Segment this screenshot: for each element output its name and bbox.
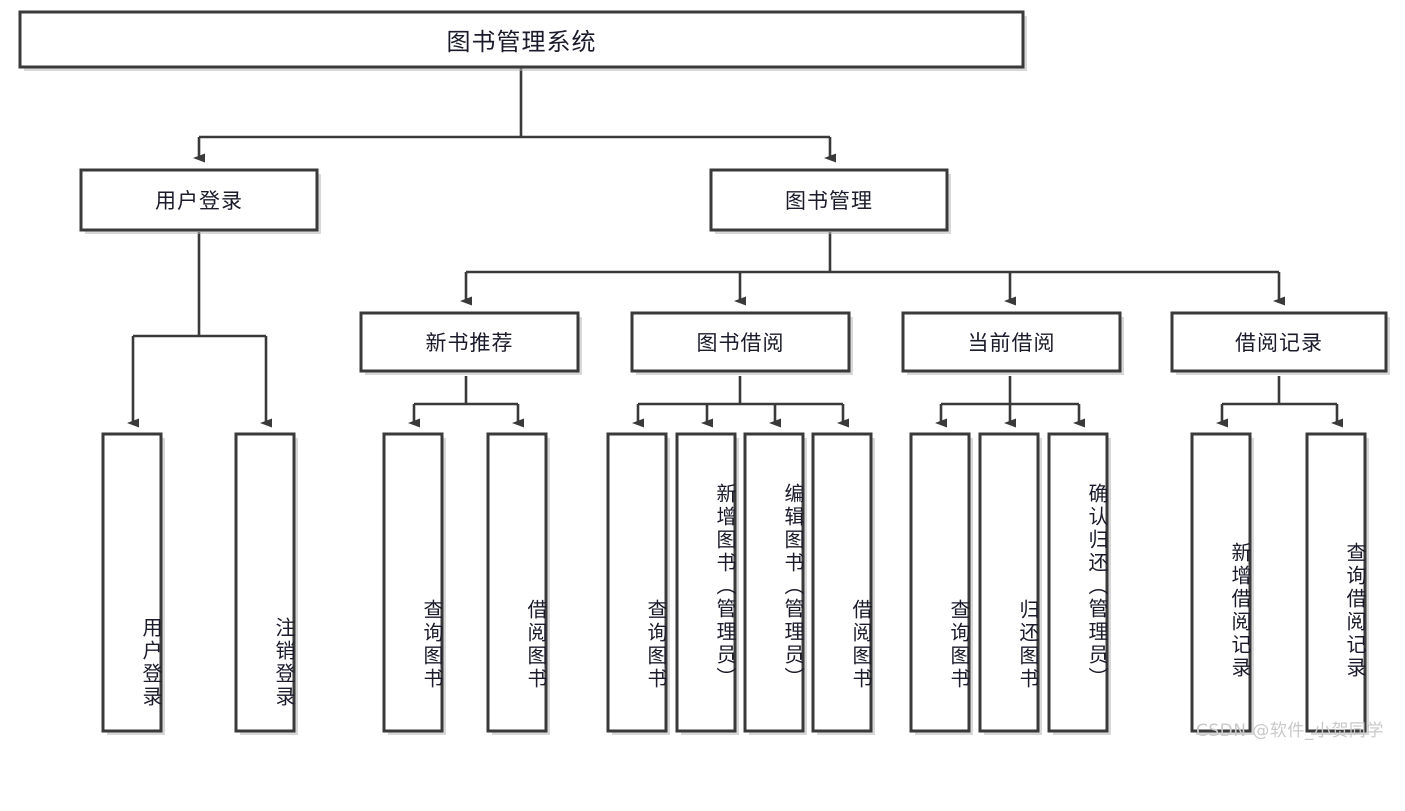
node-label-book-management: 图书管理 bbox=[785, 189, 873, 213]
node-label-leaf-return-book: 归还图书 bbox=[1016, 598, 1040, 691]
node-box-book-borrow[interactable] bbox=[630, 311, 851, 373]
node-box-leaf-n2[interactable] bbox=[486, 432, 548, 733]
node-label-leaf-add-record: 新增借阅记录 bbox=[1228, 541, 1252, 680]
node-box-leaf-b4[interactable] bbox=[811, 432, 873, 733]
node-box-current-borrow[interactable] bbox=[901, 311, 1122, 373]
node-label-leaf-query-book-3: 查询图书 bbox=[947, 598, 971, 691]
node-label-book-borrow: 图书借阅 bbox=[696, 331, 785, 355]
node-box-leaf-u2[interactable] bbox=[234, 432, 296, 733]
node-box-leaf-c1[interactable] bbox=[909, 432, 971, 733]
node-box-leaf-b2[interactable] bbox=[675, 432, 737, 733]
node-label-leaf-edit-book: 编辑图书（管理员） bbox=[781, 483, 805, 690]
node-box-leaf-c2[interactable] bbox=[978, 432, 1040, 733]
node-label-leaf-query-book-2: 查询图书 bbox=[644, 598, 668, 691]
node-box-user-login[interactable] bbox=[79, 168, 319, 232]
nodes-layer bbox=[18, 10, 1390, 735]
node-box-leaf-r1[interactable] bbox=[1190, 432, 1252, 733]
node-box-borrow-record[interactable] bbox=[1170, 311, 1388, 373]
node-label-leaf-query-book-1: 查询图书 bbox=[420, 598, 444, 691]
node-box-leaf-n1[interactable] bbox=[382, 432, 444, 733]
node-box-leaf-c3[interactable] bbox=[1047, 432, 1109, 733]
node-label-current-borrow: 当前借阅 bbox=[967, 331, 1056, 355]
watermark-text: CSDN @软件_小贺同学 bbox=[1196, 721, 1384, 741]
flowchart-diagram: 图书管理系统 用户登录 图书管理 新书推荐 图书借阅 当前借阅 借阅记录 用户登… bbox=[18, 10, 1390, 741]
node-box-leaf-b1[interactable] bbox=[606, 432, 668, 733]
node-label-new-book: 新书推荐 bbox=[425, 331, 514, 355]
node-box-leaf-r2[interactable] bbox=[1305, 432, 1367, 733]
node-label-leaf-add-book: 新增图书（管理员） bbox=[713, 483, 737, 690]
node-label-leaf-logout: 注销登录 bbox=[272, 616, 296, 709]
node-label-leaf-confirm-return: 确认归还（管理员） bbox=[1085, 483, 1109, 690]
node-box-leaf-b3[interactable] bbox=[743, 432, 805, 733]
node-label-leaf-user-login: 用户登录 bbox=[139, 616, 163, 709]
node-box-book-management[interactable] bbox=[709, 168, 949, 232]
node-label-leaf-borrow-book-1: 借阅图书 bbox=[524, 598, 548, 691]
node-label-leaf-borrow-book-2: 借阅图书 bbox=[849, 598, 873, 691]
node-box-leaf-u1[interactable] bbox=[101, 432, 163, 733]
diagram-canvas bbox=[18, 10, 1390, 735]
node-label-leaf-query-record: 查询借阅记录 bbox=[1343, 541, 1367, 680]
node-label-borrow-record: 借阅记录 bbox=[1235, 331, 1323, 355]
node-box-root[interactable] bbox=[18, 10, 1025, 69]
node-box-new-book[interactable] bbox=[359, 311, 580, 373]
node-label-user-login: 用户登录 bbox=[155, 189, 243, 213]
node-label-root: 图书管理系统 bbox=[446, 28, 597, 56]
edges-layer bbox=[127, 68, 1343, 428]
